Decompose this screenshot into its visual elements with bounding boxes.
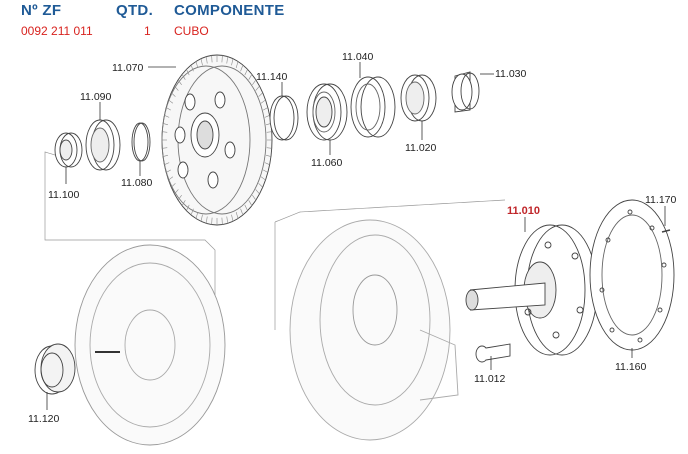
leader-lines xyxy=(46,62,666,410)
wheel-housing-part xyxy=(289,219,459,441)
callout-11020: 11.020 xyxy=(405,142,436,154)
cup-11120-part xyxy=(34,343,76,395)
snap-ring-11080-part xyxy=(131,122,151,162)
component-value: CUBO xyxy=(174,24,209,38)
col-component-header: COMPONENTE xyxy=(174,2,285,19)
bearing-11020-part xyxy=(400,74,437,122)
part-number-value: 0092 211 011 xyxy=(21,24,93,38)
callout-11080: 11.080 xyxy=(121,177,152,189)
bolt-11012-part xyxy=(475,343,511,363)
callout-11030: 11.030 xyxy=(495,68,526,80)
quantity-value: 1 xyxy=(144,24,151,38)
callout-11070: 11.070 xyxy=(112,62,143,74)
hub-11010-part xyxy=(465,224,598,356)
nut-11100-part xyxy=(54,132,83,168)
bearing-11090-part xyxy=(85,119,121,171)
callout-11170: 11.170 xyxy=(645,194,676,206)
col-quantity-header: QTD. xyxy=(116,2,154,19)
callout-11100: 11.100 xyxy=(48,189,79,201)
race-11040-part xyxy=(350,76,396,138)
callout-11090: 11.090 xyxy=(80,91,111,103)
pin-11170-part xyxy=(661,229,671,233)
callout-11010-highlighted: 11.010 xyxy=(507,205,540,217)
carrier-housing-part xyxy=(74,244,226,446)
sleeve-11030-part xyxy=(451,71,480,113)
callout-11012: 11.012 xyxy=(474,373,505,385)
assembly-path xyxy=(44,151,506,330)
gear-11070-part xyxy=(161,54,273,226)
bearing-11060-part xyxy=(306,83,348,141)
ring-11140-part xyxy=(269,95,299,141)
gasket-11160-part xyxy=(589,199,675,351)
callout-11140: 11.140 xyxy=(256,71,287,83)
callout-11160: 11.160 xyxy=(615,361,646,373)
callout-11060: 11.060 xyxy=(311,157,342,169)
col-part-number-header: Nº ZF xyxy=(21,2,62,19)
callout-11040: 11.040 xyxy=(342,51,373,63)
callout-11120: 11.120 xyxy=(28,413,59,425)
